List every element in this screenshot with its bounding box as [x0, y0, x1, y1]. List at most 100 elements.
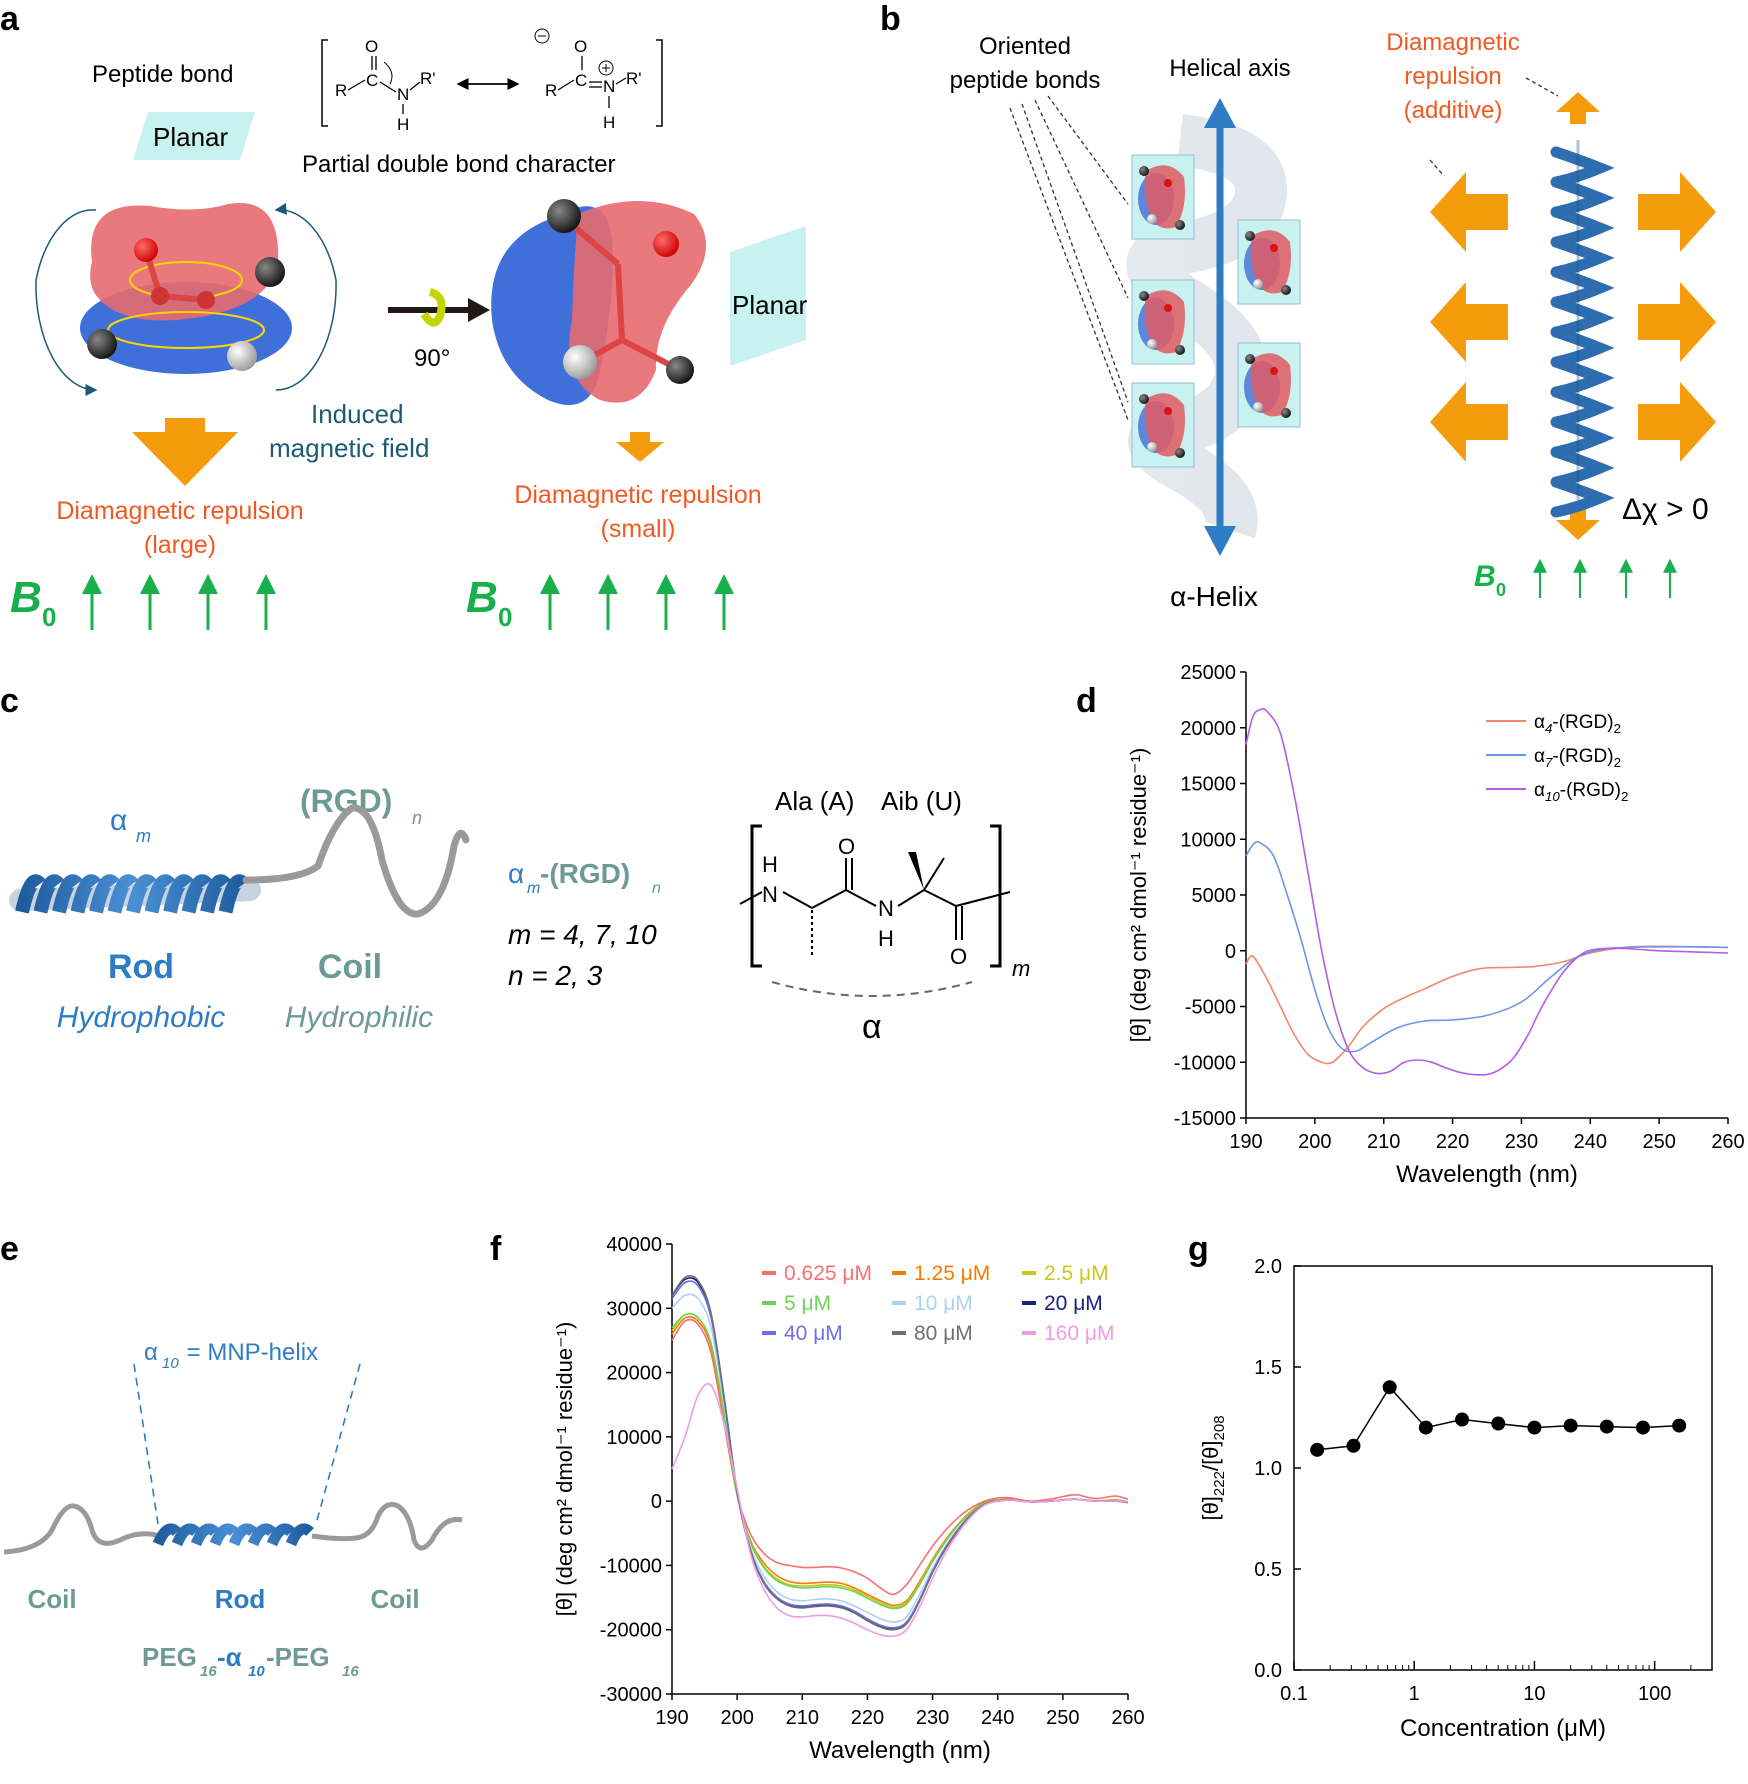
legend-label-1: 0.625 μM: [784, 1262, 872, 1285]
x-tick-label: 210: [1367, 1131, 1400, 1153]
repulsion-arrow-large: [132, 418, 238, 486]
planar-label-a2: Planar: [732, 290, 807, 320]
panel-e: e α 10 = MNP-helix Coil Rod Coil PEG 16 …: [0, 1230, 463, 1680]
struct-o-1: O: [838, 834, 855, 859]
y-tick-label: 10000: [606, 1427, 662, 1449]
y-tick-label: -15000: [1174, 1108, 1236, 1130]
oriented-bond-4: [1237, 342, 1301, 428]
struct-n-2: N: [878, 896, 894, 921]
series-line-9: [671, 1382, 1129, 1638]
struct-h-2: H: [878, 926, 894, 951]
x-tick-label: 220: [1436, 1131, 1469, 1153]
helical-axis-arrow: [1204, 98, 1236, 556]
oriented-bond-leaders: [1009, 95, 1129, 421]
struct-h-1: H: [762, 852, 778, 877]
peptide-orbital-model-flat: [35, 202, 337, 397]
y-tick-label: 1.5: [1254, 1357, 1282, 1379]
oriented-label-1: Oriented: [979, 33, 1071, 60]
x-axis-title: Concentration (μM): [1400, 1715, 1606, 1742]
y-tick-label: -10000: [600, 1555, 662, 1577]
repulsion-arrow-left-2: [1430, 282, 1508, 362]
b0-field-right: B 0: [1474, 557, 1679, 600]
plot-frame: [1293, 1265, 1713, 1671]
oriented-label-2: peptide bonds: [950, 67, 1101, 94]
series-line-1: [671, 1318, 1129, 1596]
rod-coil-cartoon: [9, 804, 470, 918]
y-tick-label: -5000: [1185, 997, 1236, 1019]
chem-o-left: O: [365, 37, 378, 56]
induced-label-2: magnetic field: [269, 433, 429, 463]
y-tick-label: 0: [1225, 941, 1236, 963]
legend-label-3: α10-(RGD)2: [1534, 780, 1628, 804]
e-leader-right: [315, 1363, 361, 1525]
x-tick-label: 100: [1638, 1683, 1671, 1705]
ratio-point-4: [1418, 1420, 1433, 1435]
struct-alpha: α: [862, 1008, 882, 1046]
c-rod-label: Rod: [108, 948, 174, 986]
panel-c: c α m (RGD) n Rod Hydrophobic Coil Hydro…: [0, 682, 1030, 1046]
e-leader-left: [133, 1363, 159, 1525]
y-tick-label: 5000: [1192, 885, 1237, 907]
x-tick-label: 190: [655, 1707, 688, 1729]
alpha-helix-label: α-Helix: [1170, 581, 1258, 612]
ratio-point-3: [1382, 1380, 1397, 1395]
x-tick-label: 230: [1505, 1131, 1538, 1153]
peptide-bond-label: Peptide bond: [92, 61, 233, 88]
ratio-point-2: [1346, 1438, 1361, 1453]
ratio-point-10: [1635, 1420, 1650, 1435]
repulsion-small-label-1: Diamagnetic repulsion: [514, 481, 761, 509]
x-tick-label: 230: [916, 1707, 949, 1729]
y-tick-label: 40000: [606, 1234, 662, 1256]
panel-label-d: d: [1076, 682, 1097, 720]
b0-sub-middle: 0: [498, 602, 512, 632]
legend-label-5: 10 μM: [914, 1292, 973, 1315]
oriented-bond-2: [1237, 219, 1301, 305]
chem-c-left: C: [366, 71, 378, 90]
struct-m: m: [1012, 956, 1030, 981]
legend-label-1: α4-(RGD)2: [1534, 712, 1621, 736]
rotate-90-arrow: [388, 288, 490, 327]
chem-o-right: O: [574, 37, 587, 56]
x-axis-title: Wavelength (nm): [809, 1737, 991, 1764]
y-tick-label: 15000: [1180, 774, 1236, 796]
chem-rp-left: R': [420, 69, 436, 88]
y-tick-label: 25000: [1180, 662, 1236, 684]
x-tick-label: 250: [1642, 1131, 1675, 1153]
series-line-3: [671, 1312, 1129, 1609]
helix-turns: [1550, 146, 1615, 518]
c-alpha-m-sub: m: [136, 826, 151, 846]
legend-label-6: 20 μM: [1044, 1292, 1103, 1315]
peg-rod-peg-cartoon: [3, 1501, 463, 1555]
y-tick-label: 2.0: [1254, 1256, 1282, 1278]
e-peg-sub3: 16: [342, 1663, 359, 1680]
panel-label-f: f: [490, 1230, 502, 1268]
c-am-b: -(RGD): [540, 858, 630, 889]
c-m-values: m = 4, 7, 10: [508, 919, 657, 950]
b-repulsion-label-1: Diamagnetic: [1386, 29, 1519, 56]
planar-plane-a2: [730, 226, 806, 366]
b-repulsion-label-3: (additive): [1404, 97, 1503, 124]
c-hydrophobic-label: Hydrophobic: [57, 1001, 225, 1034]
panel-label-e: e: [0, 1230, 19, 1268]
c-am-a: α: [508, 858, 524, 889]
helical-axis-label: Helical axis: [1169, 55, 1290, 82]
x-tick-label: 190: [1229, 1131, 1262, 1153]
e-mnp-a: α: [144, 1339, 158, 1366]
ratio-point-7: [1527, 1420, 1542, 1435]
x-tick-label: 260: [1111, 1707, 1144, 1729]
panel-label-b: b: [880, 0, 901, 38]
b0-label-left: B: [10, 573, 42, 622]
struct-n-1: N: [762, 882, 778, 907]
repulsion-arrow-down: [1556, 508, 1600, 540]
struct-o-2: O: [950, 944, 967, 969]
e-peg-b: -α: [217, 1642, 242, 1672]
e-peg-sub1: 16: [200, 1663, 217, 1680]
resonance-structures: R C O N R' H R C O N: [321, 28, 663, 134]
c-hydrophilic-label: Hydrophilic: [285, 1001, 433, 1034]
e-rod: Rod: [215, 1584, 266, 1614]
x-tick-label: 10: [1523, 1683, 1545, 1705]
peptide-orbital-model-edge: [491, 199, 707, 406]
b0-sub-right: 0: [1496, 580, 1506, 600]
y-tick-label: 0.0: [1254, 1660, 1282, 1682]
